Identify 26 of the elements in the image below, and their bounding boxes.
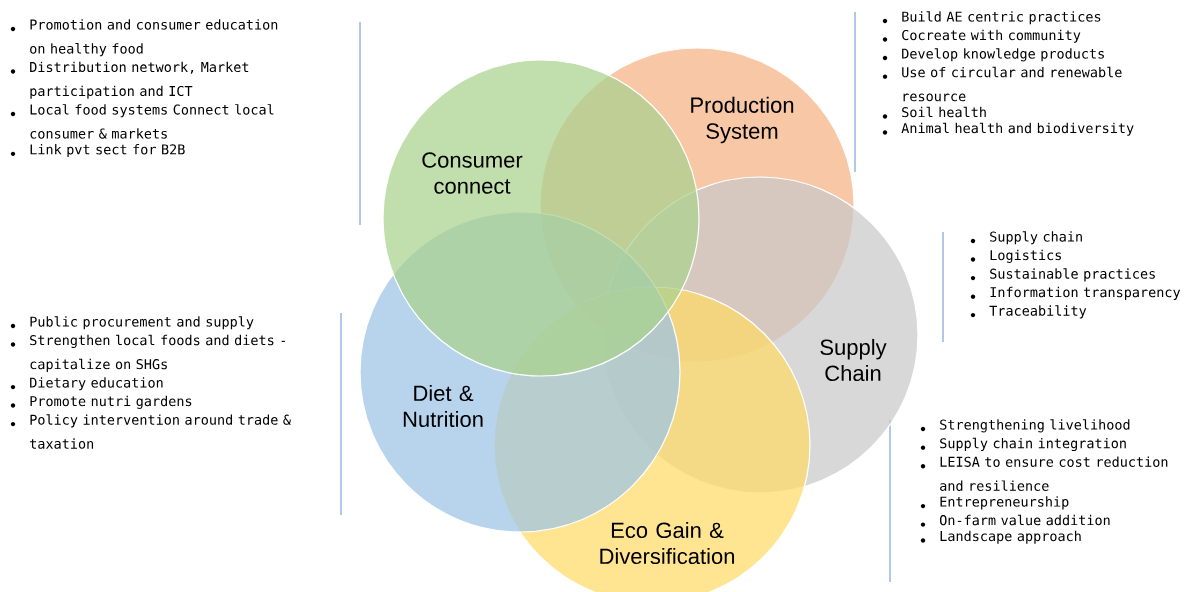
bullet-item: Supply chain: [990, 231, 1082, 245]
bullet-item: Strengthening livelihood: [940, 419, 1130, 433]
bullet-item: Information transparency: [990, 286, 1181, 300]
bullet-item: Develop knowledge products: [902, 48, 1104, 62]
bullet-item: Public procurement and supply: [30, 316, 254, 330]
bullet-item: Entrepreneurship: [940, 496, 1069, 510]
bullet-item: LEISA to ensure cost reduction and resilience: [940, 456, 1168, 491]
bullet-item: Local food systems Connect local consumer & markets: [30, 104, 274, 139]
bullet-item: Policy intervention around trade & taxation: [30, 414, 291, 449]
bullet-item: Traceability: [989, 305, 1087, 319]
bullet-item: Landscape approach: [940, 530, 1081, 544]
bullet-item: Animal health and biodiversity: [901, 122, 1134, 136]
bullet-item: Soil health: [902, 106, 986, 118]
bullet-item: Link pvt sect for B2B: [30, 144, 185, 158]
bullet-item: Cocreate with community: [902, 29, 1081, 43]
bullet-item: Distribution network, Market participation and ICT: [30, 61, 249, 99]
bullet-item: Supply chain integration: [940, 437, 1126, 452]
bullet-item: Use of circular and renewable resource: [902, 66, 1122, 102]
bullet-item: Promotion and consumer education on healthy food: [30, 19, 278, 57]
bullet-item: Promote nutri gardens: [30, 395, 192, 409]
bullet-item: On-farm value addition: [940, 514, 1110, 526]
bullet-item: Logistics: [990, 249, 1061, 263]
bullet-item: Build AE centric practices: [902, 11, 1101, 25]
bullet-item: Dietary education: [30, 377, 163, 391]
bullet-item: Strengthen local foods and diets - capitalize on SHGs: [30, 334, 286, 372]
bullet-item: Sustainable practices: [990, 268, 1155, 282]
